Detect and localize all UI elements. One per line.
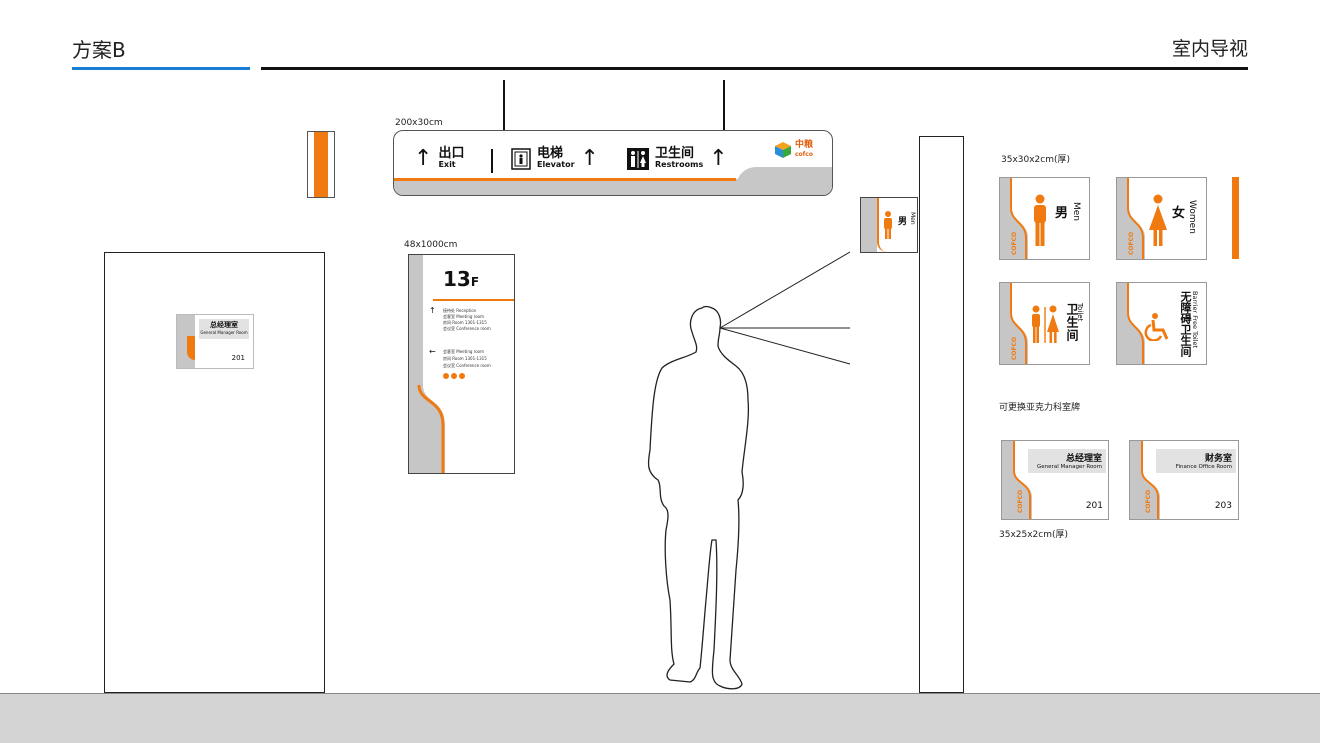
women-cn: 女 [1172, 206, 1186, 221]
blade-cn: 男 [898, 217, 908, 227]
arrow-up-icon: ↑ [429, 306, 436, 315]
dir-row: 会议室 Conference room [443, 363, 491, 368]
dir-row: 会客室 Meeting room [443, 314, 485, 319]
hanging-sign-orange-line [394, 178, 736, 181]
sign-women: COFCO 女 Women [1116, 177, 1207, 260]
exit-en-label: Exit [438, 160, 456, 169]
hanging-item-restrooms: 卫生间 Restrooms ↑ [627, 147, 728, 170]
directory-size: 48x1000cm [404, 240, 458, 250]
toilet-icon [1032, 305, 1059, 343]
floor-strip [0, 693, 1320, 743]
dir-row: 房间 Room 1301-1315 [443, 356, 487, 361]
man-icon [1034, 194, 1046, 246]
acrylic-size-note: 35x25x2cm(厚) [999, 530, 1069, 540]
man-icon [884, 211, 892, 239]
restroom-icon [627, 147, 649, 170]
slide-title-right: 室内导视 [1171, 38, 1248, 60]
wall-strip-sign [307, 131, 335, 198]
cofco-mini-logo: COFCO [1128, 231, 1135, 255]
directory-swoosh [409, 385, 445, 473]
door-plate-en: General Manager Room [200, 330, 248, 335]
dir-row: 会客室 Meeting room [443, 349, 485, 354]
elevator-cn-label: 电梯 [537, 146, 564, 161]
acrylic-plate-203: COFCO 财务室 Finance Office Room 203 [1129, 440, 1239, 520]
plate-number: 201 [1085, 501, 1103, 511]
dir-row: 接待处 Reception [443, 308, 477, 313]
facility-icons [443, 373, 465, 379]
slide-title-left: 方案B [72, 38, 126, 62]
dir-row: 房间 Room 1301-1315 [443, 320, 487, 325]
plate-en: General Manager Room [1037, 464, 1102, 470]
toilet-en: Toilet [1076, 303, 1084, 322]
hanging-item-elevator: 电梯 Elevator ↑ [511, 147, 599, 170]
hanging-sign-separator [491, 149, 493, 173]
wheelchair-icon [1144, 313, 1169, 341]
arrow-up-icon: ↑ [414, 145, 433, 171]
plate-title-box: 总经理室 General Manager Room [1028, 449, 1106, 473]
women-en: Women [1187, 200, 1197, 234]
plate-cn: 财务室 [1204, 454, 1232, 464]
acrylic-plate-201: COFCO 总经理室 General Manager Room 201 [1001, 440, 1109, 520]
restrooms-cn-label: 卫生间 [655, 146, 695, 161]
sign-side-edge [1232, 177, 1239, 259]
pillar [919, 136, 964, 693]
floor-directory-board: 13F ↑ 接待处 Reception 会客室 Meeting room 房间 … [408, 254, 515, 474]
header-accent-bar [72, 67, 250, 70]
cofco-mini-logo: COFCO [1011, 336, 1018, 360]
arrow-up-icon: ↑ [580, 145, 599, 171]
plate-number: 203 [1214, 501, 1232, 511]
elevator-icon [511, 147, 531, 170]
person-silhouette [647, 251, 851, 690]
men-en: Men [1071, 202, 1081, 222]
plate-en: Finance Office Room [1175, 464, 1232, 470]
barrier-free-cn: 无障碍卫生间 [1179, 291, 1192, 357]
cofco-mini-logo: COFCO [1145, 489, 1152, 513]
hanging-sign: ↑ 出口 Exit 电梯 Elevator ↑ [393, 130, 833, 196]
exit-cn-label: 出口 [438, 146, 465, 161]
restroom-size-note: 35x30x2cm(厚) [1001, 155, 1071, 165]
hanging-cable-right [723, 80, 725, 130]
acrylic-note: 可更换亚克力科室牌 [999, 403, 1081, 413]
cofco-mini-logo: COFCO [1011, 231, 1018, 255]
hanging-item-exit: ↑ 出口 Exit [414, 147, 464, 170]
logo-cn: 中粮 [795, 140, 814, 150]
header-divider [261, 67, 1248, 70]
cofco-cube-icon [775, 142, 791, 158]
hanging-cable-left [503, 80, 505, 130]
cofco-mini-logo: COFCO [1017, 489, 1024, 513]
plate-cn: 总经理室 [1065, 454, 1102, 464]
sign-toilet: COFCO 卫生间 Toilet [999, 282, 1090, 365]
blade-en: Men [909, 212, 916, 225]
barrier-free-en: Barrier Free Toilet [1191, 291, 1199, 349]
men-cn: 男 [1055, 206, 1069, 221]
floor-number: 13F [443, 267, 480, 291]
cofco-logo: 中粮 cofco [774, 141, 813, 159]
blade-sign-men: 男 Men [860, 197, 918, 253]
woman-icon [1149, 194, 1167, 246]
hanging-sign-size: 200x30cm [395, 118, 443, 128]
dir-row: 会议室 Conference room [443, 326, 491, 331]
floor-divider [433, 299, 514, 301]
hanging-sign-grey-band [394, 179, 832, 195]
plate-title-box: 财务室 Finance Office Room [1156, 449, 1236, 473]
arrow-left-icon: ← [429, 347, 436, 356]
elevator-en-label: Elevator [537, 160, 575, 169]
logo-en: cofco [795, 151, 813, 158]
door-plate-cn: 总经理室 [210, 321, 238, 329]
door-plate-number: 201 [231, 354, 245, 362]
sign-barrier-free: 无障碍卫生间 Barrier Free Toilet [1116, 282, 1207, 365]
sign-men: COFCO 男 Men [999, 177, 1090, 260]
toilet-cn: 卫生间 [1065, 303, 1079, 342]
door-room-plate: 总经理室 General Manager Room 201 [176, 314, 254, 369]
restrooms-en-label: Restrooms [655, 160, 704, 169]
arrow-up-icon: ↑ [709, 145, 728, 171]
